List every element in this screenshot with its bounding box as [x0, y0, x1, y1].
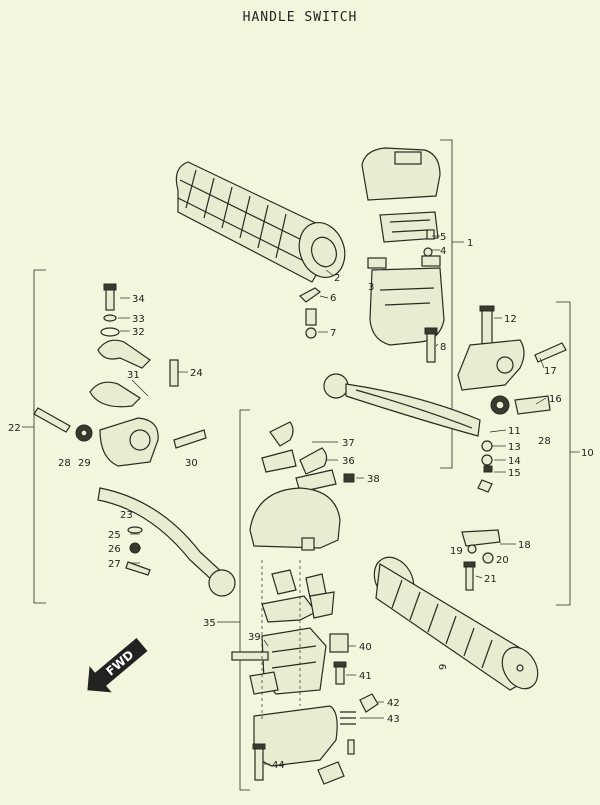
callout-38: 38 — [367, 474, 380, 485]
callout-16: 16 — [549, 394, 562, 405]
left-lever-assembly — [33, 283, 236, 597]
callout-25: 25 — [108, 530, 121, 541]
callout-41: 41 — [359, 671, 372, 682]
grip-upper — [175, 161, 346, 283]
bracket-group-35 — [239, 409, 250, 791]
callout-11: 11 — [508, 426, 521, 437]
callout-14: 14 — [508, 456, 521, 467]
callout-36: 36 — [342, 456, 355, 467]
callout-23: 23 — [120, 510, 133, 521]
callout-18: 18 — [518, 540, 531, 551]
fwd-arrow: FWD — [87, 638, 148, 693]
callout-24: 24 — [190, 368, 203, 379]
left-switch-housing — [231, 421, 379, 785]
callout-21: 21 — [484, 574, 497, 585]
callout-27: 27 — [108, 559, 121, 570]
callout-4: 4 — [440, 246, 446, 257]
callout-13: 13 — [508, 442, 521, 453]
grip-lower — [373, 556, 539, 691]
callout-31: 31 — [127, 370, 140, 381]
bracket-group-10 — [556, 301, 571, 606]
bracket-group-22 — [33, 269, 46, 604]
callout-30: 30 — [185, 458, 198, 469]
callout-42: 42 — [387, 698, 400, 709]
callout-35: 35 — [203, 618, 216, 629]
callout-8: 8 — [440, 342, 446, 353]
callout-12: 12 — [504, 314, 517, 325]
callout-28-right: 28 — [538, 436, 551, 447]
callout-40: 40 — [359, 642, 372, 653]
callout-32: 32 — [132, 327, 145, 338]
callout-33: 33 — [132, 314, 145, 325]
callout-20: 20 — [496, 555, 509, 566]
callout-1: 1 — [467, 238, 473, 249]
callout-9: 9 — [438, 664, 449, 670]
callout-22: 22 — [8, 423, 21, 434]
callout-17: 17 — [544, 366, 557, 377]
callout-26: 26 — [108, 544, 121, 555]
callout-37: 37 — [342, 438, 355, 449]
bracket-group-1 — [440, 139, 453, 469]
callout-labels: 1 2 3 4 5 6 7 8 9 10 11 12 13 14 15 16 1… — [8, 232, 594, 771]
callout-39: 39 — [248, 632, 261, 643]
diagram-title: HANDLE SWITCH — [242, 10, 358, 25]
callout-6: 6 — [330, 293, 336, 304]
right-switch-housing — [299, 147, 445, 363]
callout-43: 43 — [387, 714, 400, 725]
callout-7: 7 — [330, 328, 336, 339]
callout-3: 3 — [368, 282, 374, 293]
callout-29: 29 — [78, 458, 91, 469]
callout-5: 5 — [440, 232, 446, 243]
callout-2: 2 — [334, 273, 340, 284]
callout-34: 34 — [132, 294, 145, 305]
callout-44: 44 — [272, 760, 285, 771]
leader-lines — [118, 235, 547, 765]
callout-15: 15 — [508, 468, 521, 479]
callout-28-left: 28 — [58, 458, 71, 469]
right-lever-assembly — [323, 305, 567, 493]
callout-19: 19 — [450, 546, 463, 557]
callout-10: 10 — [581, 448, 594, 459]
small-parts-right — [461, 529, 501, 591]
